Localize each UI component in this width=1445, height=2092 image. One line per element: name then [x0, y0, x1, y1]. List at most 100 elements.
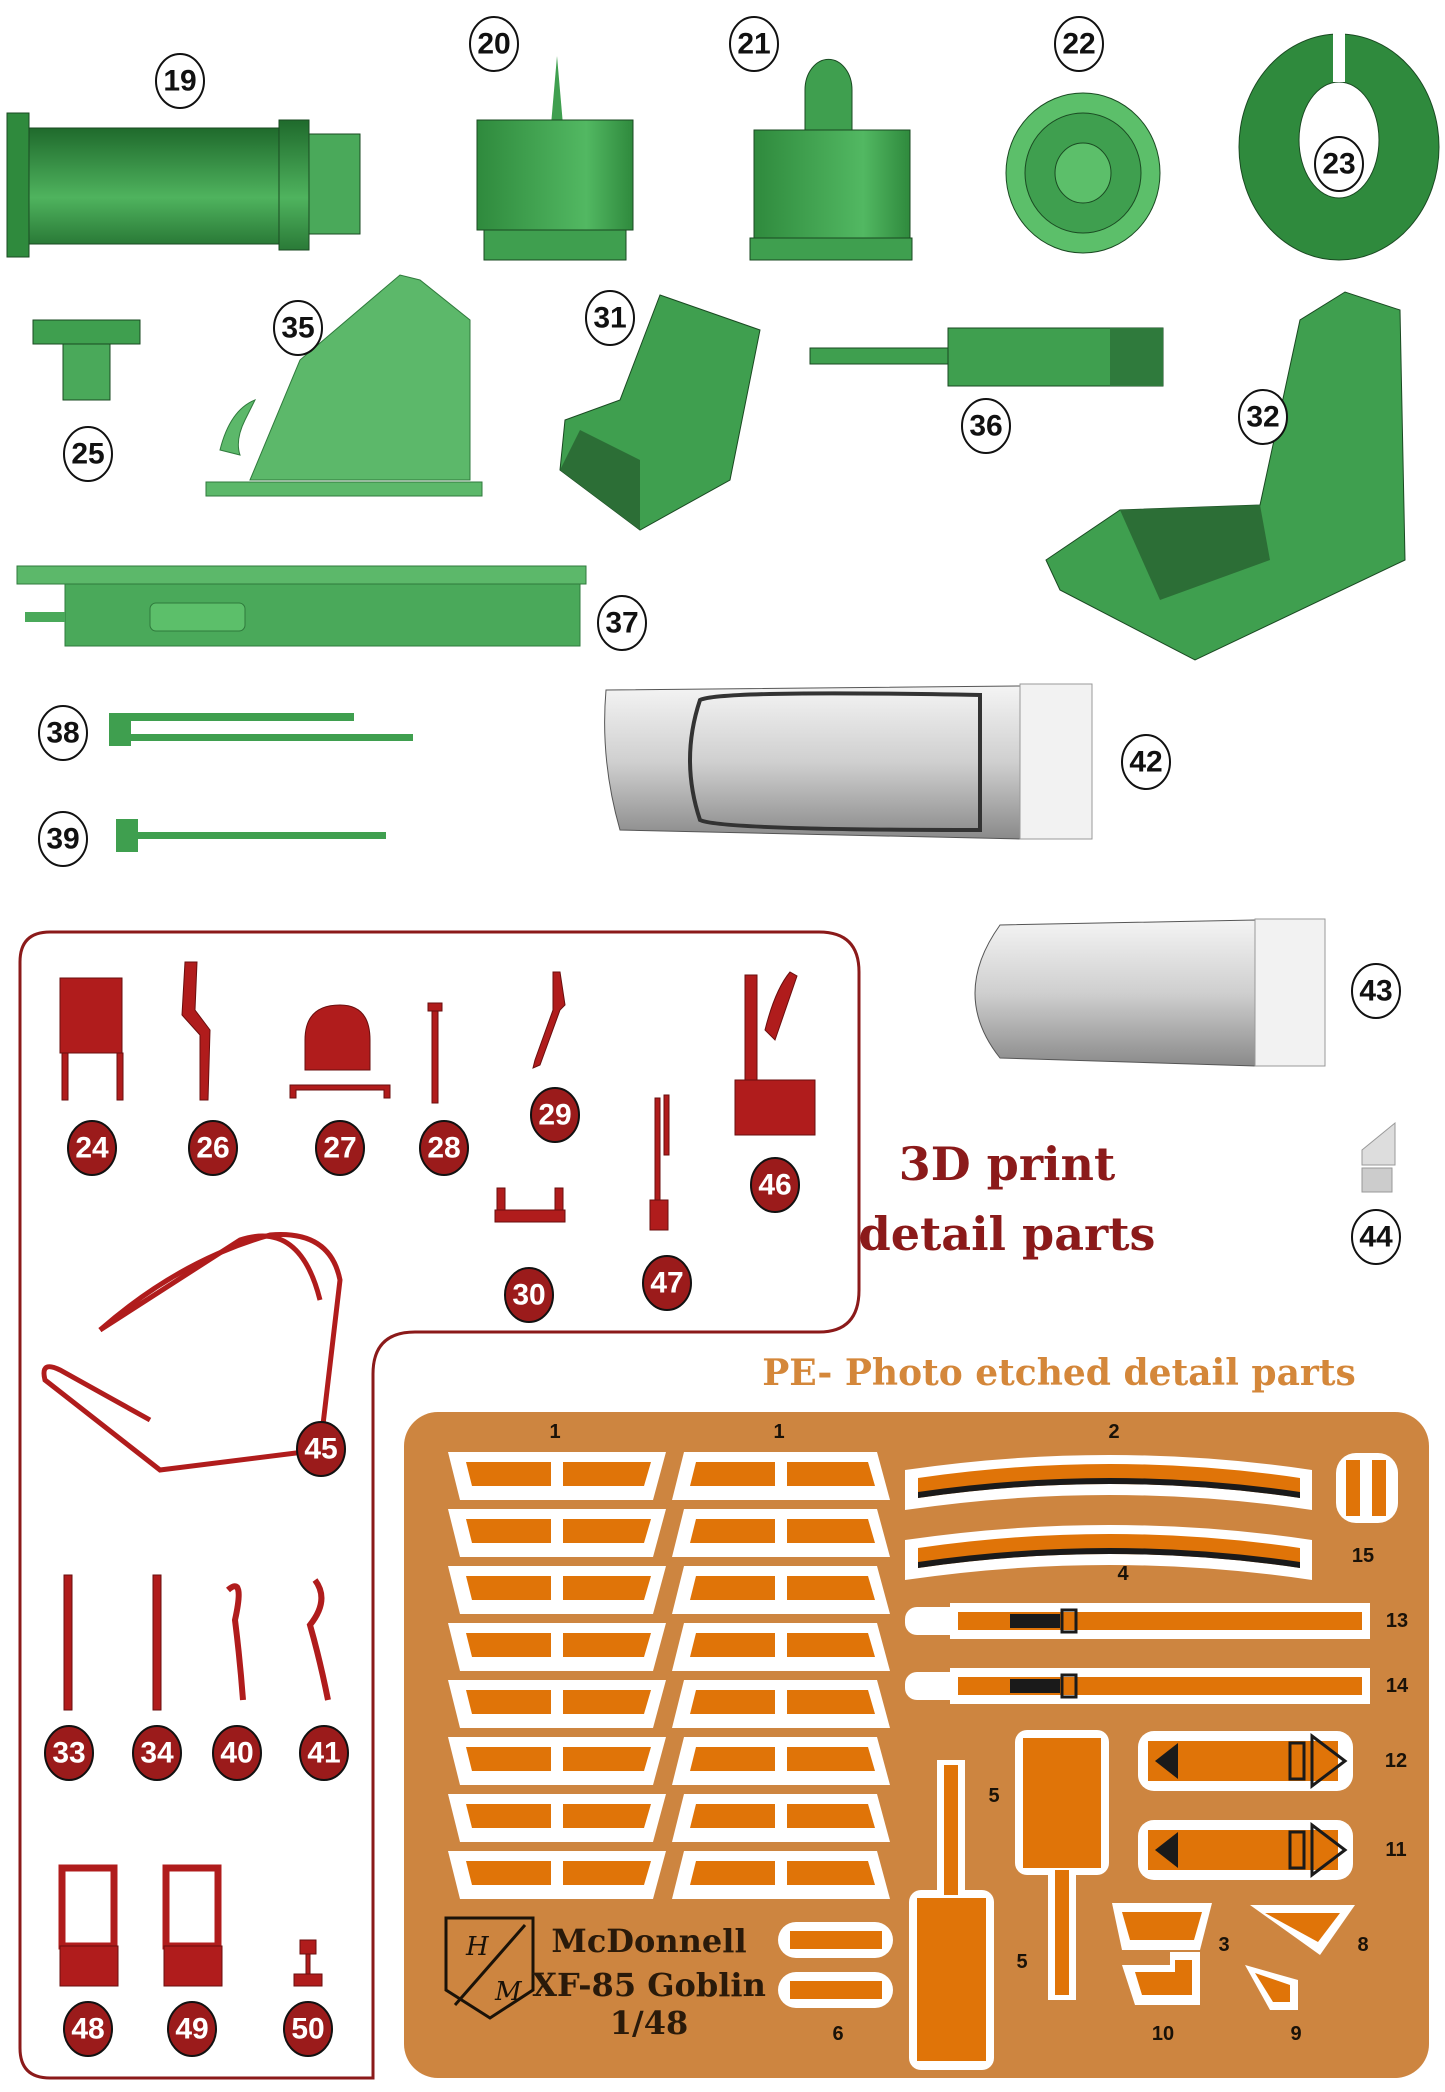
logo-model: XF-85 Goblin: [532, 1966, 766, 2004]
part-48-frame: [58, 1864, 119, 1987]
part-number: 49: [175, 2013, 208, 2046]
red-section-border: [18, 930, 861, 2080]
pe-part-4: [905, 1525, 1312, 1580]
part-label-32: 32: [1238, 389, 1288, 445]
section-3d-title-line1: 3D print: [899, 1137, 1116, 1191]
label-circle: [188, 1120, 238, 1176]
part-34-rod: [152, 1574, 162, 1711]
label-circle: [597, 595, 647, 651]
part-number: 39: [46, 823, 79, 856]
part-label-23: 23: [1314, 136, 1364, 192]
label-circle: [296, 1421, 346, 1477]
label-circle: [212, 1725, 262, 1781]
part-number: 24: [75, 1132, 109, 1165]
part-19-tube: [6, 112, 361, 258]
part-label-50: 50: [283, 2001, 333, 2057]
part-number: 33: [52, 1737, 85, 1770]
pe-part-number: 9: [1290, 2023, 1301, 2045]
pe-part-number: 4: [1117, 1563, 1129, 1585]
pe-part-8: [1250, 1905, 1355, 1955]
part-number: 47: [650, 1267, 683, 1300]
pe-part-2: [905, 1455, 1312, 1510]
part-label-47: 47: [642, 1255, 692, 1311]
part-43-canopy: [974, 918, 1326, 1067]
part-28-rod: [427, 1002, 443, 1104]
part-38-rod: [109, 713, 413, 746]
pe-part-number: 11: [1385, 1839, 1406, 1861]
section-pe-title: PE- Photo etched detail parts: [762, 1352, 1356, 1394]
pe-part-5: [1015, 1730, 1109, 2000]
pe-part-number: 8: [1357, 1934, 1368, 1956]
part-label-35: 35: [273, 300, 323, 356]
part-label-28: 28: [419, 1120, 469, 1176]
pe-part-number: 5: [1016, 1951, 1027, 1973]
label-circle: [1351, 963, 1401, 1019]
pe-part-10: [1122, 1952, 1200, 2005]
pe-part-14: [905, 1668, 1370, 1704]
part-41-pipe: [306, 1578, 331, 1701]
section-3d-title-line2: detail parts: [859, 1207, 1156, 1261]
part-number: 26: [196, 1132, 229, 1165]
part-label-27: 27: [315, 1120, 365, 1176]
pe-part-6: [778, 1972, 893, 2008]
label-circle: [299, 1725, 349, 1781]
label-circle: [155, 53, 205, 109]
label-circle: [750, 1157, 800, 1213]
part-label-30: 30: [504, 1267, 554, 1323]
label-circle: [167, 2001, 217, 2057]
pe-part-13: [905, 1603, 1370, 1639]
part-number: 31: [593, 302, 626, 335]
part-label-24: 24: [67, 1120, 117, 1176]
part-47-throttle: [649, 1094, 670, 1231]
part-number: 32: [1246, 401, 1279, 434]
part-number: 29: [538, 1099, 571, 1132]
part-label-49: 49: [167, 2001, 217, 2057]
part-number: 46: [758, 1169, 791, 1202]
pe-part-1: [448, 1851, 666, 1899]
part-46-control-column: [734, 971, 816, 1136]
part-number: 44: [1359, 1221, 1393, 1254]
pe-part-number: 12: [1385, 1750, 1407, 1772]
label-circle: [38, 811, 88, 867]
part-number: 19: [163, 65, 196, 98]
pe-part-1: [672, 1794, 890, 1842]
part-number: 23: [1322, 148, 1355, 181]
pe-part-3: [1112, 1903, 1212, 1950]
label-circle: [44, 1725, 94, 1781]
part-29-lever: [532, 971, 566, 1069]
label-circle: [419, 1120, 469, 1176]
part-number: 43: [1359, 975, 1392, 1008]
part-32-ejection-seat: [1045, 291, 1406, 661]
pe-part-1: [672, 1680, 890, 1728]
part-45-frame: [41, 1232, 343, 1473]
part-label-21: 21: [729, 16, 779, 72]
part-label-38: 38: [38, 705, 88, 761]
pe-part-1: [672, 1623, 890, 1671]
part-24-box: [59, 977, 124, 1101]
label-circle: [504, 1267, 554, 1323]
part-label-25: 25: [63, 426, 113, 482]
pe-part-9: [1245, 1965, 1298, 2010]
pe-part-1: [672, 1737, 890, 1785]
part-35-seat-rail: [205, 274, 483, 497]
part-label-43: 43: [1351, 963, 1401, 1019]
pe-part-1: [672, 1566, 890, 1614]
pe-part-1: [448, 1794, 666, 1842]
part-label-40: 40: [212, 1725, 262, 1781]
logo-scale: 1/48: [610, 2004, 688, 2042]
part-label-36: 36: [961, 398, 1011, 454]
logo-manufacturer: McDonnell: [551, 1922, 746, 1960]
pe-part-number: 3: [1218, 1934, 1229, 1956]
part-number: 37: [605, 607, 638, 640]
label-circle: [273, 300, 323, 356]
label-circle: [729, 16, 779, 72]
part-number: 21: [737, 28, 770, 61]
pe-part-number: 5: [988, 1785, 999, 1807]
part-number: 41: [307, 1737, 340, 1770]
pe-part-number: 14: [1386, 1675, 1409, 1697]
part-37-beam: [16, 565, 587, 647]
part-number: 48: [71, 2013, 104, 2046]
label-circle: [63, 2001, 113, 2057]
part-number: 22: [1062, 28, 1095, 61]
